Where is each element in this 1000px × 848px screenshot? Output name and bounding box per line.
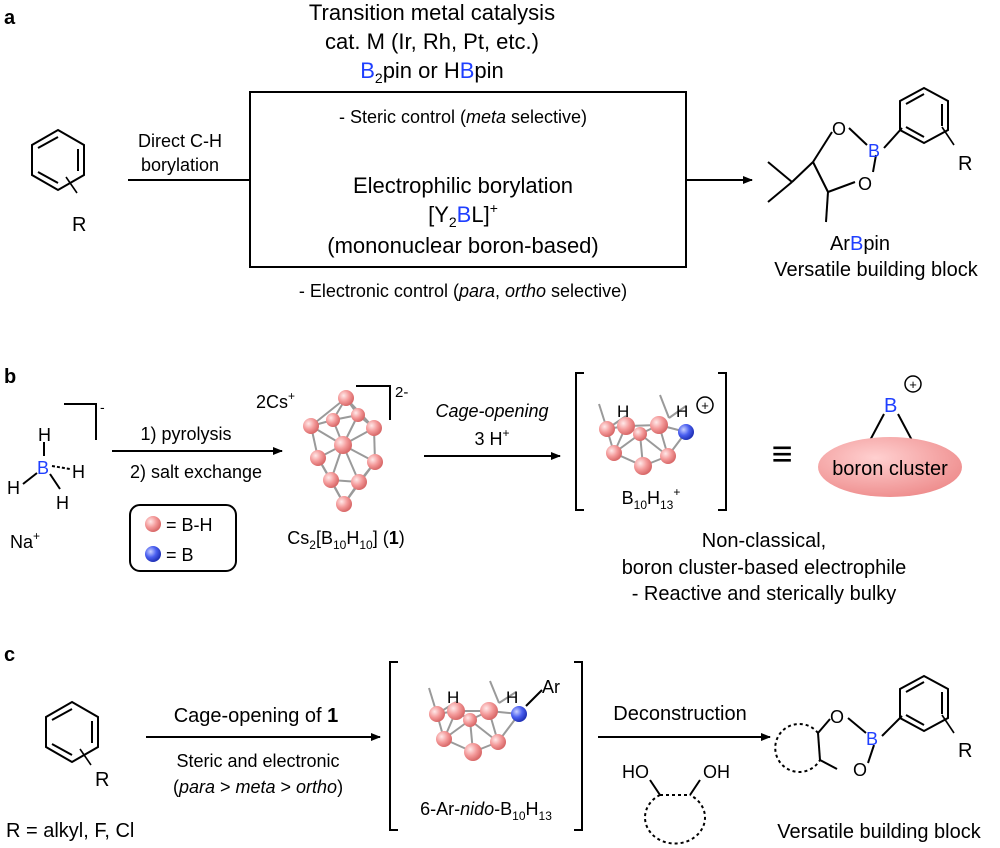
bh4-boron: B (37, 458, 49, 478)
reactant-c-r-label: R (95, 769, 109, 791)
product-c-r-label: R (958, 740, 972, 762)
cluster1-charge: 2- (395, 384, 408, 401)
electrophile-description-3: - Reactive and sterically bulky (632, 583, 897, 605)
legend-bh-sphere (145, 516, 161, 532)
legend-b-label: = B (166, 545, 194, 565)
borohydride-structure (22, 403, 97, 490)
step-salt-exchange: 2) salt exchange (130, 462, 262, 482)
boron-cluster-b: B (884, 395, 897, 417)
reactant-r-label: R (72, 214, 86, 236)
acid-equivalents: 3 H+ (474, 426, 509, 449)
nido-h-left: H (617, 402, 629, 421)
electrophile-description-1: Non-classical, (702, 530, 826, 552)
compound-1-label: Cs2[B10H10] (1) (287, 528, 404, 552)
intermediate-name: 6-Ar-nido-B10H13 (420, 799, 552, 823)
catalyst-metals: cat. M (Ir, Rh, Pt, etc.) (325, 29, 539, 54)
catalysis-title: Transition metal catalysis (309, 0, 555, 25)
cage-opening-of-1: Cage-opening of 1 (174, 705, 339, 727)
nido-plus-charge: + (701, 398, 709, 413)
panel-c: c R R = alkyl, F, Cl Cage-opening of 1 S… (4, 644, 982, 845)
reactant-arene-c (45, 700, 99, 766)
step-pyrolysis: 1) pyrolysis (140, 424, 231, 444)
product-c-o-top: O (830, 707, 844, 727)
bh4-h-bottom: H (56, 493, 69, 513)
arrow-label-line2: borylation (141, 155, 219, 175)
electrophilic-title: Electrophilic borylation (353, 173, 573, 198)
boron-cluster-plus: + (909, 377, 917, 392)
diol-oh: OH (703, 762, 730, 782)
boron-cluster-label: boron cluster (832, 458, 948, 480)
intermediate-h-right: H (506, 688, 518, 707)
product-c-boron: B (866, 729, 878, 749)
legend-box (129, 504, 237, 572)
bh4-charge: - (100, 399, 105, 415)
steric-control-text: - Steric control (meta selective) (339, 107, 587, 127)
panel-b-label: b (4, 366, 16, 388)
reactant-arene (31, 128, 85, 194)
selectivity-order: (para > meta > ortho) (173, 777, 343, 797)
b10h13-label: B10H13+ (622, 485, 681, 512)
selectivity-line1: Steric and electronic (176, 751, 339, 771)
r-group-definition: R = alkyl, F, Cl (6, 820, 134, 842)
sodium-counterion: Na+ (10, 529, 40, 552)
arbpin-structure (767, 86, 955, 223)
intermediate-h-left: H (447, 688, 459, 707)
electrophile-description-2: boron cluster-based electrophile (622, 557, 907, 579)
bh4-h-right: H (72, 462, 85, 482)
cage-opening-text: Cage-opening (435, 401, 548, 421)
deconstruction-text: Deconstruction (613, 703, 746, 725)
bpin-o-top: O (832, 119, 846, 139)
equivalence-sign: ≡ (771, 433, 792, 474)
product-r-label: R (958, 153, 972, 175)
nido-h-right: H (676, 402, 688, 421)
electronic-control-text: - Electronic control (para, ortho select… (299, 281, 627, 301)
bpin-boron: B (868, 141, 880, 161)
electrophile-formula: [Y2BL]+ (428, 200, 498, 230)
building-block-caption-a: Versatile building block (774, 259, 978, 281)
bpin-o-bottom: O (858, 174, 872, 194)
building-block-caption-c: Versatile building block (777, 821, 981, 843)
product-c-o-bottom: O (853, 760, 867, 780)
aryl-nido-intermediate (389, 661, 583, 831)
nido-cluster-cation (575, 372, 727, 511)
boron-cluster-depiction (818, 375, 962, 497)
closo-cluster (303, 390, 383, 512)
arbpin-name: ArBpin (830, 233, 890, 255)
intermediate-aryl: Ar (542, 677, 560, 697)
panel-a-label: a (4, 7, 16, 29)
boronate-product-c (774, 674, 955, 773)
panel-b: b H B H H H - Na+ 1) pyrolysis 2) salt e… (4, 366, 962, 605)
arrow-label-line1: Direct C-H (138, 131, 222, 151)
panel-c-label: c (4, 644, 15, 666)
cluster1-bracket (356, 385, 391, 420)
diol-ho: HO (622, 762, 649, 782)
panel-a: a Transition metal catalysis cat. M (Ir,… (4, 0, 979, 301)
bh4-h-top: H (38, 425, 51, 445)
diol-structure (644, 779, 706, 845)
boron-reagents: B2pin or HBpin (360, 58, 504, 86)
mononuclear-text: (mononuclear boron-based) (327, 233, 599, 258)
bh4-h-left: H (7, 478, 20, 498)
cesium-cation: 2Cs+ (256, 389, 295, 412)
legend-bh-label: = B-H (166, 515, 213, 535)
legend-b-sphere (145, 546, 161, 562)
